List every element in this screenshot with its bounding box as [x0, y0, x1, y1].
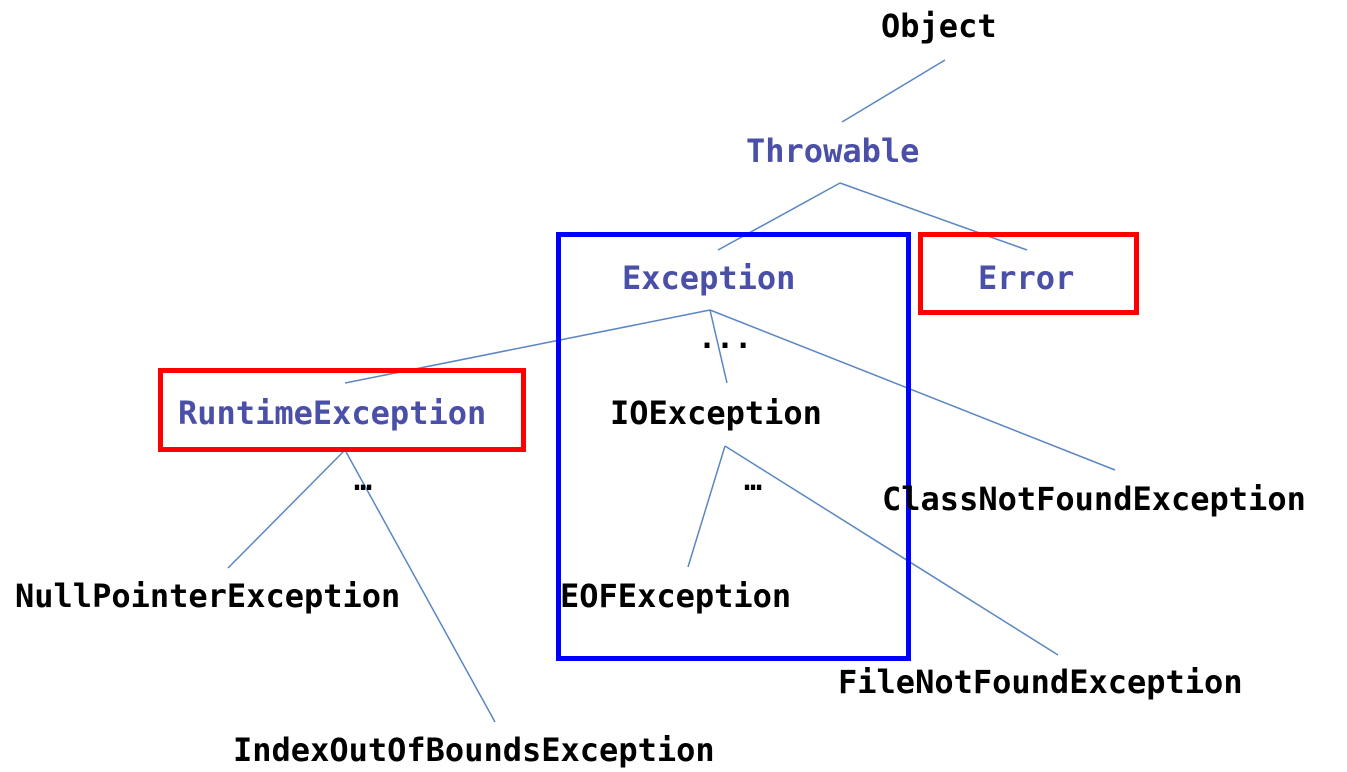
- node-io-exception: IOException: [610, 394, 822, 432]
- edge-object-throwable: [841, 59, 946, 123]
- edge-exception-ioexception: [709, 309, 728, 384]
- node-throwable: Throwable: [746, 132, 920, 170]
- node-index-out-of-bounds-exception: IndexOutOfBoundsException: [233, 731, 715, 769]
- node-class-not-found-exception: ClassNotFoundException: [882, 480, 1306, 518]
- runtime-exception-box: [158, 368, 526, 452]
- edge-throwable-exception: [717, 182, 841, 251]
- edge-ioexception-eof: [687, 445, 726, 568]
- error-box: [918, 232, 1139, 315]
- edge-runtime-indexoutofbounds: [344, 449, 496, 723]
- node-object: Object: [881, 7, 997, 45]
- edge-exception-classnotfound: [709, 309, 1116, 471]
- node-exception: Exception: [622, 259, 796, 297]
- edge-runtime-nullpointer: [227, 449, 346, 569]
- ellipsis-exception-children: ...: [698, 321, 753, 356]
- checked-exceptions-box: [556, 232, 911, 661]
- ellipsis-runtime-children: …: [354, 463, 373, 498]
- edge-ioexception-filenotfound: [724, 445, 1059, 656]
- node-runtime-exception: RuntimeException: [178, 394, 487, 432]
- node-error: Error: [978, 259, 1075, 297]
- node-null-pointer-exception: NullPointerException: [15, 577, 401, 615]
- node-eof-exception: EOFException: [560, 577, 792, 615]
- edge-throwable-error: [839, 182, 1028, 251]
- ellipsis-io-children: …: [744, 463, 763, 498]
- node-file-not-found-exception: FileNotFoundException: [838, 663, 1243, 701]
